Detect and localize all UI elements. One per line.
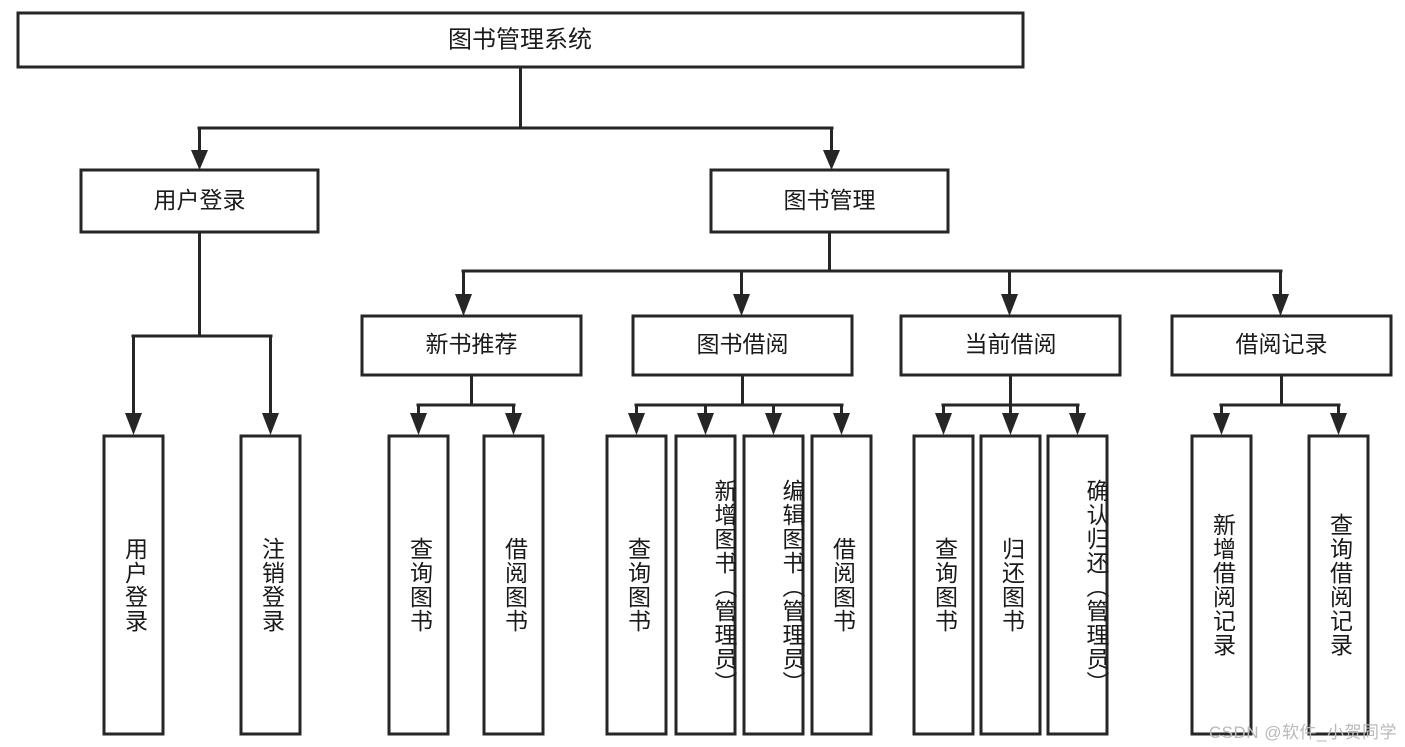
leaf-box-current-borrow-2[interactable] (1046, 434, 1109, 736)
leaf-box-borrow-record-0[interactable] (1190, 434, 1253, 736)
edge-borrow-record-to-leaves (1213, 373, 1347, 435)
node-new-book-recommend-label: 新书推荐 (426, 331, 518, 357)
leaf-box-book-borrow-0[interactable] (605, 434, 668, 736)
edge-book-management-to-level3 (455, 230, 1289, 316)
node-user-login-label: 用户登录 (154, 187, 246, 213)
edge-new-book-recommend-to-leaves (410, 373, 522, 435)
node-borrow-record[interactable]: 借阅记录 (1170, 314, 1393, 377)
leaf-box-new-book-0[interactable] (387, 434, 450, 736)
node-current-borrow[interactable]: 当前借阅 (899, 314, 1122, 377)
leaf-box-current-borrow-0[interactable] (912, 434, 975, 736)
edge-book-borrow-to-leaves (628, 373, 850, 435)
node-root-label: 图书管理系统 (448, 26, 592, 53)
csdn-watermark: CSDN @软件_小贺同学 (1208, 723, 1397, 742)
node-new-book-recommend-box[interactable] (360, 314, 583, 377)
leaf-box-current-borrow-1[interactable] (979, 434, 1042, 736)
leaf-box-book-borrow-2[interactable] (742, 434, 805, 736)
node-current-borrow-label: 当前借阅 (965, 331, 1057, 357)
node-book-borrow-label: 图书借阅 (697, 331, 789, 357)
node-root-box[interactable] (16, 11, 1025, 69)
leaf-box-new-book-1[interactable] (482, 434, 545, 736)
leaf-box-user-login-0[interactable] (102, 434, 165, 736)
leaf-box-borrow-record-1[interactable] (1307, 434, 1370, 736)
edge-root-to-level2 (191, 65, 840, 170)
node-book-borrow[interactable]: 图书借阅 (631, 314, 854, 377)
node-book-management-label: 图书管理 (784, 187, 876, 213)
edge-current-borrow-to-leaves (935, 373, 1086, 435)
leaf-box-book-borrow-1[interactable] (674, 434, 737, 736)
edge-user-login-to-leaves (125, 230, 279, 435)
node-user-login-box[interactable] (79, 168, 320, 234)
node-current-borrow-box[interactable] (899, 314, 1122, 377)
node-borrow-record-label: 借阅记录 (1236, 331, 1328, 357)
leaf-box-user-login-1[interactable] (239, 434, 302, 736)
leaf-box-book-borrow-3[interactable] (810, 434, 873, 736)
node-book-management[interactable]: 图书管理 (709, 168, 950, 234)
node-new-book-recommend[interactable]: 新书推荐 (360, 314, 583, 377)
node-root[interactable]: 图书管理系统 (16, 11, 1025, 69)
node-user-login[interactable]: 用户登录 (79, 168, 320, 234)
